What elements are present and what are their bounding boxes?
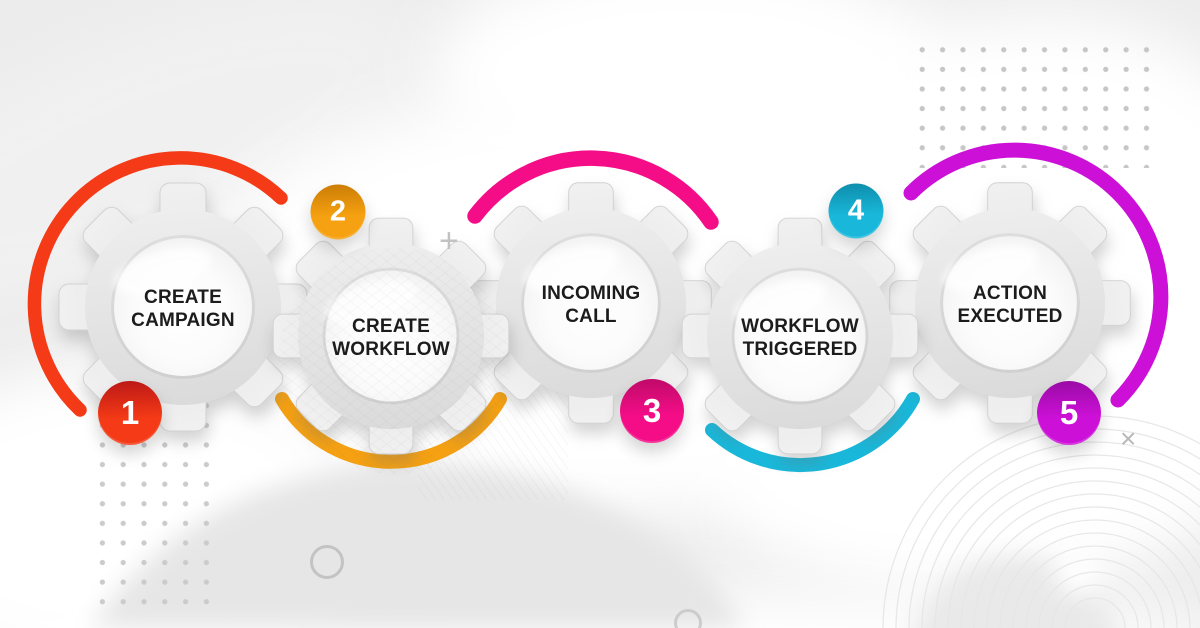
circle-outline-decoration — [674, 609, 702, 628]
step-2-label: CREATE WORKFLOW — [332, 315, 450, 360]
step-2-badge: 2 — [310, 184, 366, 240]
step-3-badge: 3 — [620, 379, 684, 443]
step-4-label: WORKFLOW TRIGGERED — [741, 315, 859, 360]
circle-outline-decoration — [310, 545, 344, 579]
step-2-arc — [275, 392, 507, 469]
step-1-badge: 1 — [98, 381, 162, 445]
step-3-label: INCOMING CALL — [541, 282, 641, 327]
step-4-arc — [705, 392, 920, 472]
step-5-badge: 5 — [1037, 381, 1101, 445]
step-3-arc — [467, 150, 719, 230]
step-1-arc — [27, 151, 288, 417]
step-4-badge: 4 — [828, 183, 884, 239]
step-5-label: ACTION EXECUTED — [957, 282, 1063, 327]
step-1-label: CREATE CAMPAIGN — [131, 286, 235, 331]
